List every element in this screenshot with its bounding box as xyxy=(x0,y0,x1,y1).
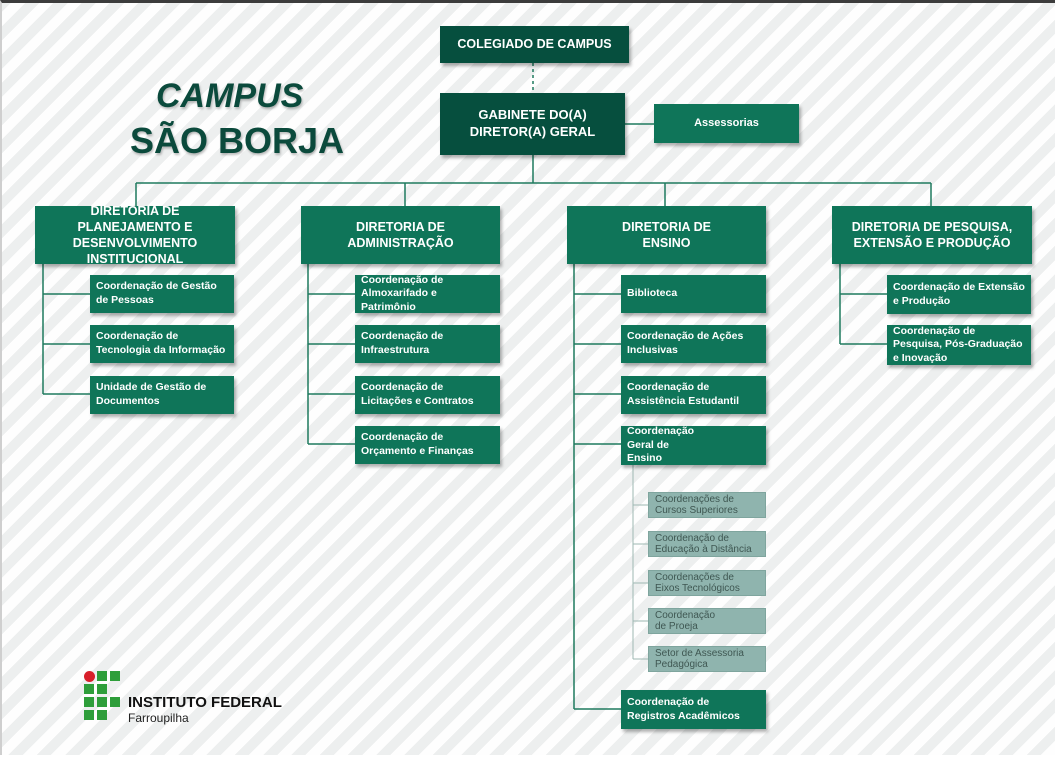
logo-name: INSTITUTO FEDERAL xyxy=(128,694,282,711)
campus-title: CAMPUS xyxy=(156,77,304,115)
gabinete-box: GABINETE DO(A) DIRETOR(A) GERAL xyxy=(440,93,625,155)
unit-gestao-pessoas: Coordenação de Gestão de Pessoas xyxy=(90,275,234,313)
unit-assistencia-estudantil: Coordenação de Assistência Estudantil xyxy=(621,376,766,414)
directorate-pesquisa: DIRETORIA DE PESQUISA, EXTENSÃO E PRODUÇ… xyxy=(832,206,1032,264)
subunit-eixos-tecnologicos: Coordenações de Eixos Tecnológicos xyxy=(648,570,766,596)
directorate-administracao: DIRETORIA DE ADMINISTRAÇÃO xyxy=(301,206,500,264)
unit-gestao-documentos: Unidade de Gestão de Documentos xyxy=(90,376,234,414)
unit-tecnologia-informacao: Coordenação de Tecnologia da Informação xyxy=(90,325,234,363)
unit-licitacoes: Coordenação de Licitações e Contratos xyxy=(355,376,500,414)
unit-acoes-inclusivas: Coordenação de Ações Inclusivas xyxy=(621,325,766,363)
unit-extensao-producao: Coordenação de Extensão e Produção xyxy=(887,275,1031,314)
campus-name: SÃO BORJA xyxy=(130,120,345,161)
assessorias-box: Assessorias xyxy=(654,104,799,143)
unit-orcamento: Coordenação de Orçamento e Finanças xyxy=(355,426,500,464)
directorate-ensino: DIRETORIA DE ENSINO xyxy=(567,206,766,264)
logo-subname: Farroupilha xyxy=(128,711,189,725)
subunit-educacao-distancia: Coordenação de Educação à Distância xyxy=(648,531,766,557)
unit-infraestrutura: Coordenação de Infraestrutura xyxy=(355,325,500,363)
directorate-planejamento: DIRETORIA DE PLANEJAMENTO E DESENVOLVIME… xyxy=(35,204,235,266)
unit-biblioteca: Biblioteca xyxy=(621,275,766,313)
colegiado-box: COLEGIADO DE CAMPUS xyxy=(440,26,629,63)
unit-pesquisa-pos-graduacao: Coordenação de Pesquisa, Pós-Graduação e… xyxy=(887,325,1031,365)
unit-almoxarifado: Coordenação de Almoxarifado e Patrimônio xyxy=(355,274,500,313)
unit-geral-ensino: Coordenação Geral de Ensino xyxy=(621,425,766,465)
subunit-cursos-superiores: Coordenações de Cursos Superiores xyxy=(648,492,766,518)
connector-lines xyxy=(42,63,932,710)
subunit-proeja: Coordenação de Proeja xyxy=(648,608,766,634)
subunit-assessoria-pedagogica: Setor de Assessoria Pedagógica xyxy=(648,646,766,672)
unit-registros-academicos: Coordenação de Registros Acadêmicos xyxy=(621,690,766,729)
